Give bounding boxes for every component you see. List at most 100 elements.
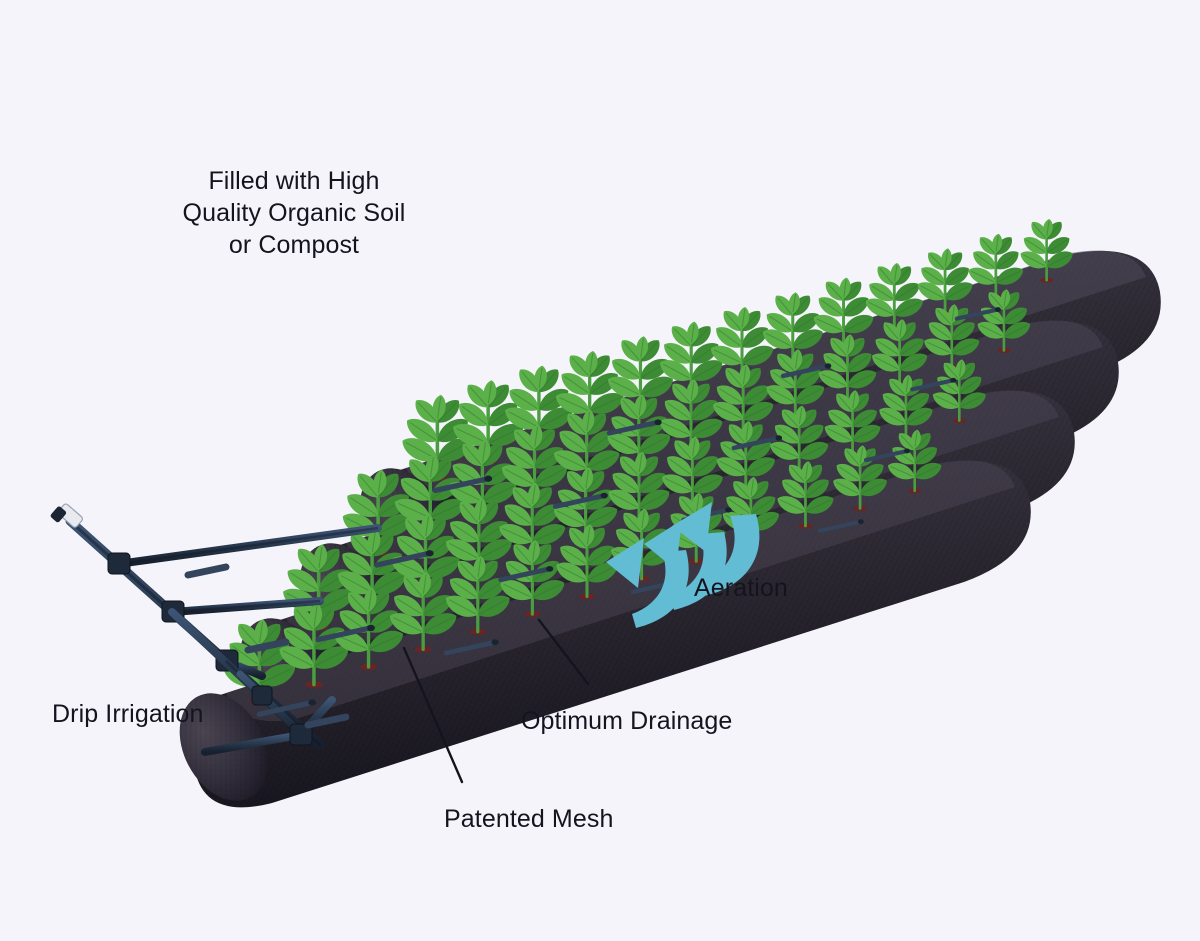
leaf-midrib <box>996 238 1011 254</box>
leaf-midrib <box>585 469 590 489</box>
leaf-midrib <box>953 324 973 339</box>
plant <box>770 405 829 476</box>
leaf-midrib <box>451 485 481 501</box>
leaf-midrib <box>232 645 259 665</box>
leaf-midrib <box>514 489 532 507</box>
leaf-midrib <box>489 386 507 407</box>
leaf-midrib <box>743 349 771 363</box>
leaf-midrib <box>783 411 799 427</box>
leaf-midrib <box>852 392 856 409</box>
leaf-midrib <box>769 388 794 403</box>
emitter-tip <box>654 419 662 426</box>
leaf-midrib <box>800 427 822 443</box>
leaf-midrib <box>503 583 531 598</box>
leaf-midrib <box>479 599 507 615</box>
leaf-midrib <box>926 341 951 353</box>
leaf-midrib <box>533 583 562 598</box>
leaf-midrib <box>953 341 977 353</box>
leaf-midrib <box>997 253 1017 268</box>
plant <box>445 556 510 635</box>
leaf-midrib <box>377 472 382 494</box>
leaf-midrib <box>779 355 795 372</box>
leaf-midrib <box>960 378 980 393</box>
leaf-midrib <box>539 371 557 391</box>
leaf-midrib <box>853 412 875 426</box>
plant <box>824 390 881 458</box>
leaf-midrib <box>981 238 995 254</box>
leaf-midrib <box>664 477 691 491</box>
leaf-midrib <box>521 371 539 391</box>
leaf-midrib <box>373 536 392 556</box>
leaf-midrib <box>394 560 424 575</box>
leaf-midrib <box>846 450 860 466</box>
leaf-midrib <box>695 494 700 512</box>
leaf-midrib <box>611 492 638 508</box>
plant <box>659 379 723 455</box>
leaf-midrib <box>478 562 496 581</box>
leaf-midrib <box>959 361 963 377</box>
leaf-midrib <box>821 373 846 386</box>
leaf-midrib <box>587 510 615 525</box>
leaf-midrib <box>744 369 759 387</box>
leaf-midrib <box>429 457 434 478</box>
leaf-midrib <box>452 524 478 541</box>
leaf-midrib <box>790 466 805 482</box>
drip-emitter-tube <box>315 625 374 643</box>
leaf-midrib <box>282 650 313 667</box>
leaf-midrib <box>832 339 847 356</box>
leaf-midrib <box>900 324 914 340</box>
leaf-midrib <box>286 630 313 648</box>
leaf-midrib <box>427 560 457 575</box>
label-aeration: Aeration <box>694 574 788 602</box>
plant <box>917 248 973 316</box>
leaf-midrib <box>556 510 585 525</box>
leaf-midrib <box>319 550 338 572</box>
plant <box>968 233 1024 300</box>
leaf-midrib <box>692 402 715 419</box>
leaf-midrib <box>693 442 709 459</box>
leaf-midrib <box>667 402 690 419</box>
leaf-midrib <box>314 609 332 630</box>
leaf-midrib <box>752 498 774 514</box>
leaf-midrib <box>403 480 429 500</box>
leaf-midrib <box>794 332 820 347</box>
leaf-midrib <box>431 503 463 518</box>
leaf-midrib <box>1025 239 1046 253</box>
leaf-midrib <box>1047 239 1068 253</box>
leaf-midrib <box>935 395 958 407</box>
leaf-midrib <box>371 531 376 553</box>
leaf-midrib <box>885 324 899 340</box>
plant <box>865 263 923 333</box>
leaf-midrib <box>725 312 742 330</box>
leaf-midrib <box>730 426 745 443</box>
leaf-midrib <box>877 340 899 355</box>
drip-emitter-tube <box>374 550 433 568</box>
emitter-tip <box>484 475 493 482</box>
leaf-midrib <box>405 577 423 597</box>
leaf-midrib <box>751 482 767 499</box>
leader-lines <box>402 618 590 784</box>
leaf-midrib <box>820 299 843 315</box>
leaf-midrib <box>614 361 640 378</box>
leaf-midrib <box>591 397 621 411</box>
leaf-midrib <box>640 338 644 358</box>
leaf-midrib <box>431 461 450 481</box>
leaf-midrib <box>1047 223 1061 239</box>
leaf-midrib <box>777 297 792 315</box>
leaf-midrib <box>971 270 995 283</box>
plant <box>499 482 566 562</box>
leaf-midrib <box>240 626 259 646</box>
emitter-tip <box>857 519 864 525</box>
leaf-midrib <box>531 485 536 505</box>
leaf-midrib <box>900 434 914 449</box>
leaf-midrib <box>951 306 955 322</box>
leaf-midrib <box>719 388 742 403</box>
leaf-midrib <box>744 405 771 419</box>
leaf-midrib <box>916 466 939 477</box>
leaf-midrib <box>907 395 927 410</box>
leaf-midrib <box>562 548 586 564</box>
plant <box>762 292 823 366</box>
leaf-midrib <box>352 536 372 556</box>
leaf-midrib <box>368 590 373 611</box>
